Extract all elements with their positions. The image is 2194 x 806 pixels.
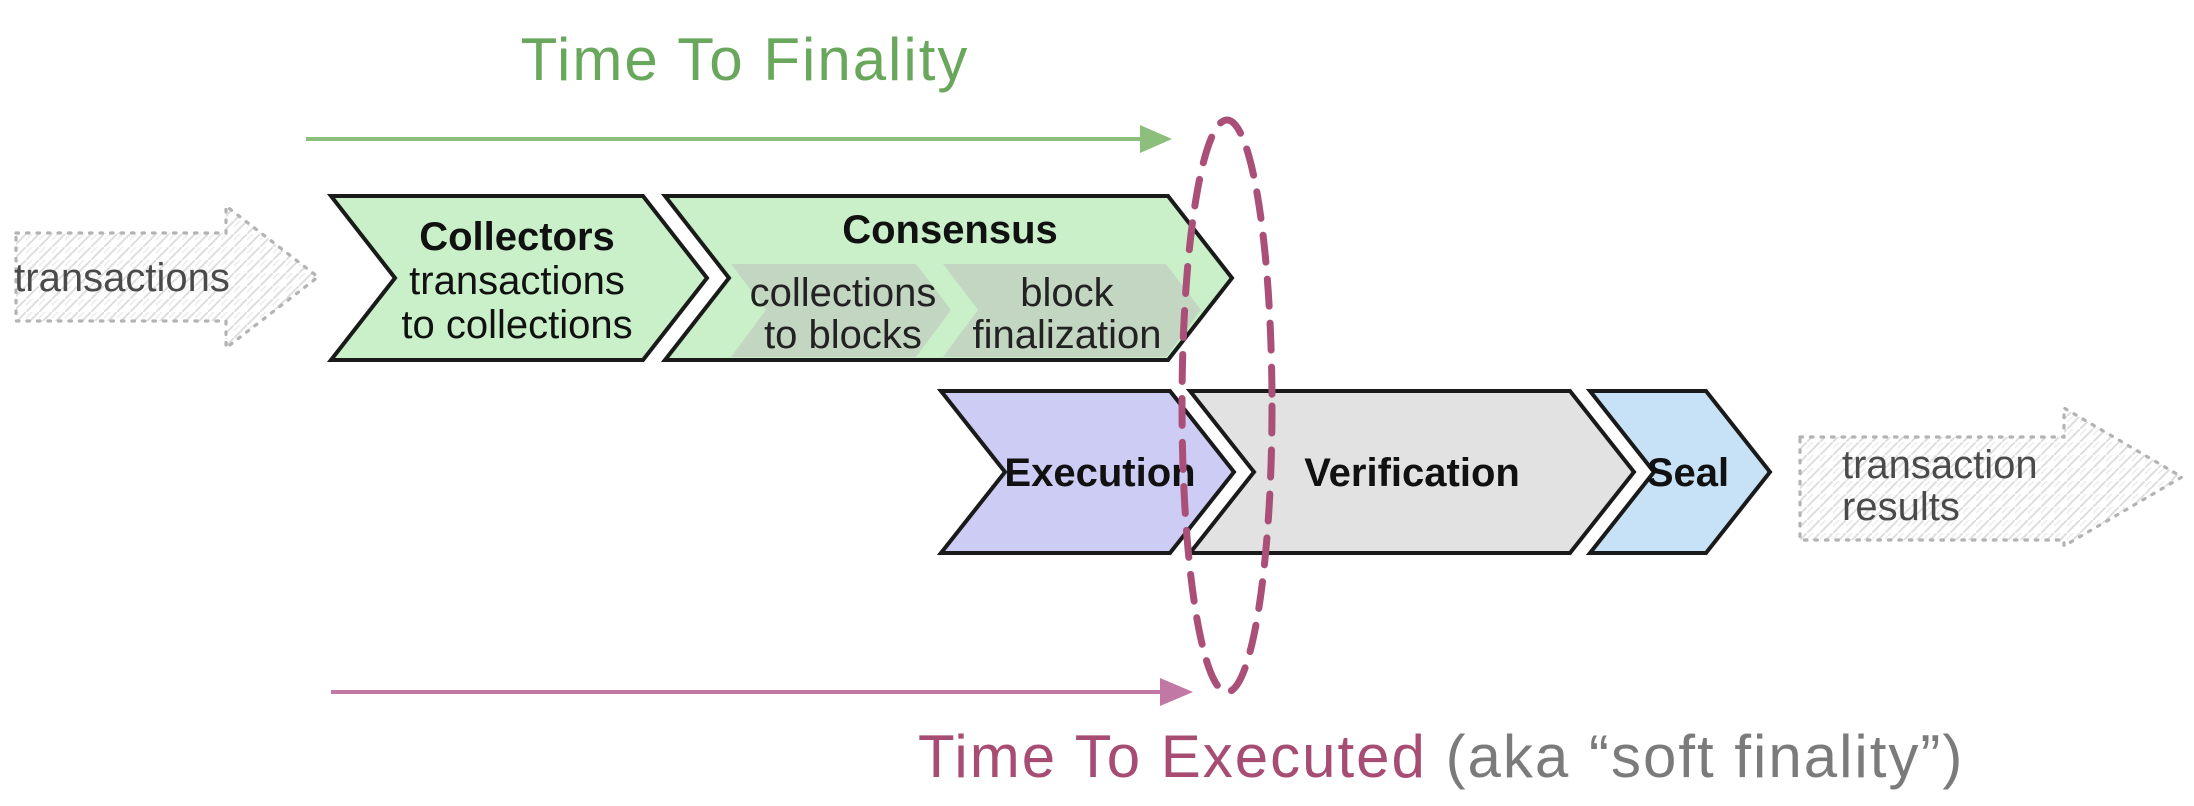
stage-seal: Seal (1585, 389, 1773, 555)
transactions-input-arrow: transactions (14, 202, 321, 352)
verification-title: Verification (1304, 451, 1520, 495)
consensus-substep2-chevron (943, 264, 1201, 357)
time-to-finality-title: Time To Finality (521, 26, 970, 93)
time-to-executed-main: Time To Executed (918, 723, 1427, 790)
consensus-substep1-chevron (731, 264, 951, 357)
stage-execution: Execution (936, 389, 1237, 555)
executed-timeline-arrow (331, 678, 1193, 706)
executed-arrow-head-icon (1160, 678, 1193, 706)
seal-chevron (1585, 389, 1773, 555)
verification-chevron (1185, 389, 1637, 555)
finality-timeline-arrow (306, 125, 1172, 153)
time-to-executed-suffix: (aka “soft finality”) (1427, 723, 1964, 790)
finality-arrow-head-icon (1140, 125, 1172, 153)
collectors-line1: transactions (409, 259, 625, 303)
stage-collectors: Collectors transactions to collections (326, 194, 710, 362)
seal-title: Seal (1647, 451, 1729, 495)
consensus-substep1-line1: collections (750, 271, 937, 315)
consensus-substep2-line2: finalization (972, 313, 1161, 357)
input-arrow-label: transactions (14, 256, 230, 300)
collectors-title: Collectors (419, 215, 615, 259)
stage-verification: Verification (1185, 389, 1637, 555)
output-arrow-line2: results (1842, 485, 1960, 529)
execution-chevron (936, 389, 1237, 555)
consensus-title: Consensus (842, 208, 1058, 252)
finality-boundary-ellipse (1178, 116, 1276, 696)
input-arrow-icon (14, 202, 321, 352)
stage-consensus: Consensus collections to blocks block fi… (660, 194, 1235, 362)
transaction-results-output-arrow: transaction results (1798, 405, 2186, 549)
collectors-chevron (326, 194, 710, 362)
output-arrow-line1: transaction (1842, 443, 2038, 487)
time-to-executed-title: Time To Executed (aka “soft finality”) (918, 723, 1964, 790)
collectors-line2: to collections (401, 303, 632, 347)
consensus-substep1-line2: to blocks (764, 313, 922, 357)
output-arrow-icon (1798, 405, 2186, 549)
execution-title: Execution (1004, 451, 1195, 495)
consensus-substep2-line1: block (1020, 271, 1114, 315)
